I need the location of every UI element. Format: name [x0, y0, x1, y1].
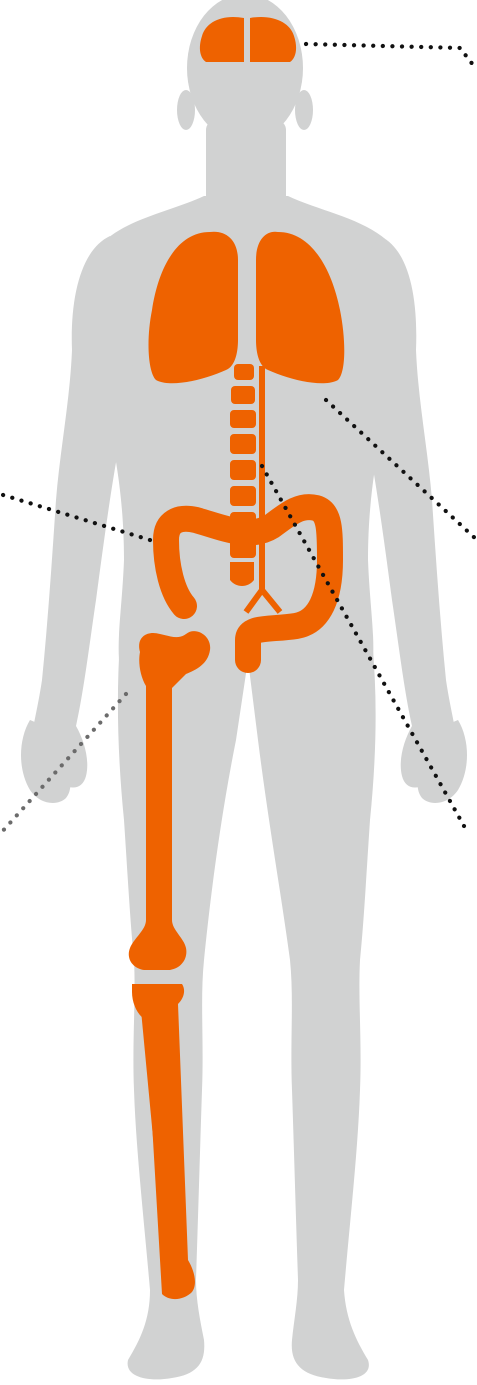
vertebra: [234, 364, 254, 380]
sacrum: [230, 562, 254, 586]
right-leg: [248, 640, 376, 1379]
vertebra: [230, 486, 256, 506]
left-ear: [177, 90, 195, 130]
vertebra: [230, 434, 256, 454]
vertebra: [230, 460, 256, 480]
spine: [230, 364, 256, 586]
body-silhouette: [21, 0, 467, 1379]
vertebra: [231, 386, 255, 404]
right-ear: [295, 90, 313, 130]
vertebra: [230, 410, 256, 428]
brain-leader: [306, 44, 477, 70]
